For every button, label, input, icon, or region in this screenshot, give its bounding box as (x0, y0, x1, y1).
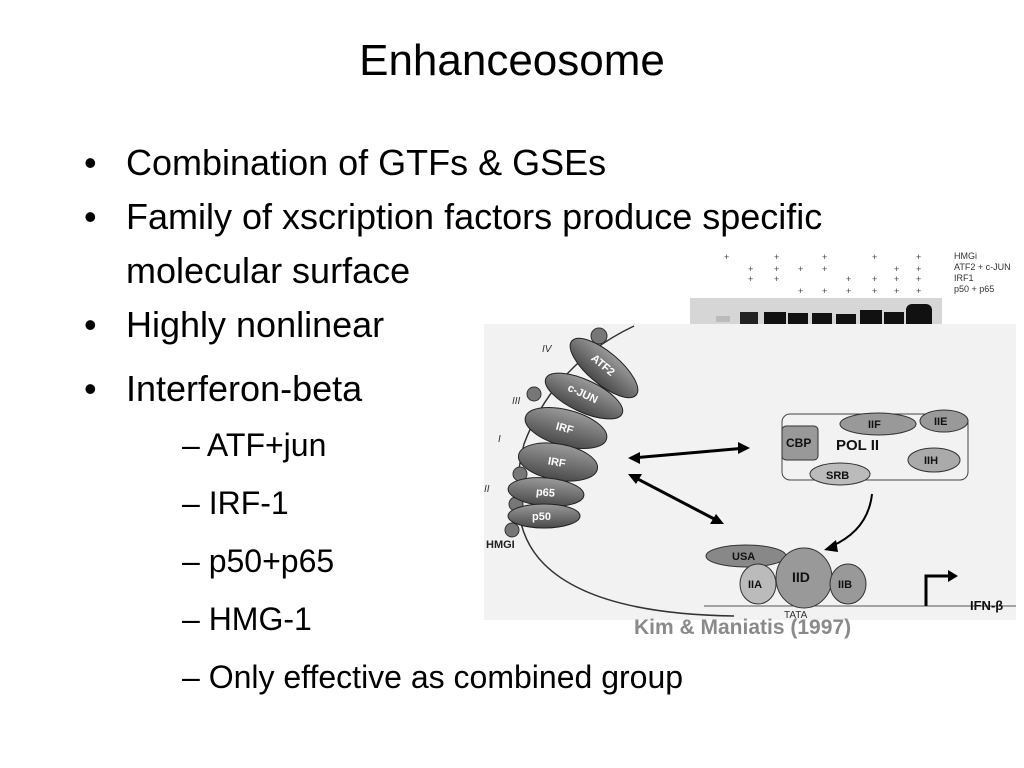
recruit-arrow (831, 493, 873, 547)
svg-text:+: + (748, 274, 753, 284)
tfiid-labels: USA IIA IID IIB (732, 551, 852, 591)
bullet-item: •Combination of GTFs & GSEs (84, 142, 607, 183)
bullet-item: •Highly nonlinear (84, 304, 385, 345)
complex-label: IIH (924, 455, 938, 467)
svg-text:+: + (846, 286, 851, 296)
complex-label: SRB (826, 470, 849, 482)
svg-text:+: + (872, 286, 877, 296)
svg-text:+: + (916, 252, 921, 262)
gel-bands (716, 304, 932, 330)
sub-bullet-item: – HMG-1 (182, 601, 312, 637)
svg-text:+: + (894, 264, 899, 274)
sub-bullet-item: – ATF+jun (182, 427, 327, 463)
tfiid-label: USA (732, 551, 755, 563)
tfiid-complex (705, 544, 867, 609)
enhanceosome-diagram: IV III I II ATF2 c-JUN IRF IRF p65 (484, 324, 1016, 621)
hmgi-label: HMGI (486, 539, 515, 551)
factor-label: p50 (532, 511, 551, 523)
tata-label: TATA (784, 610, 808, 620)
svg-text:+: + (798, 264, 803, 274)
roman-label: I (498, 434, 501, 445)
tfiid-label: IIB (838, 579, 852, 591)
svg-text:+: + (822, 264, 827, 274)
svg-text:+: + (774, 264, 779, 274)
svg-text:+: + (822, 252, 827, 262)
factor-stack (507, 337, 639, 529)
pol-ii-complex (781, 409, 969, 486)
bullet-item: •Interferon-beta – ATF+jun – IRF-1 – p50… (84, 362, 864, 706)
roman-label: III (512, 396, 521, 407)
svg-text:+: + (872, 274, 877, 284)
transcription-arrowhead (948, 570, 958, 582)
gel-legend-label: p50 + p65 (954, 284, 994, 294)
factor-label: IRF (547, 455, 567, 470)
svg-text:+: + (748, 264, 753, 274)
gel-plus-markers: +++++ ++++++ ++++++ ++++++ (724, 252, 921, 296)
sub-bullet-item: – Only effective as combined group (182, 659, 684, 695)
citation: Kim & Maniatis (1997) (634, 616, 852, 639)
gel-legend-label: IRF1 (954, 273, 974, 283)
svg-text:+: + (916, 286, 921, 296)
roman-label: IV (542, 344, 553, 355)
svg-text:+: + (916, 264, 921, 274)
svg-text:+: + (822, 286, 827, 296)
tfiid-label: IID (792, 569, 810, 585)
tfiid-label: IIA (748, 579, 762, 591)
gel-legend: HMGi ATF2 + c-JUN IRF1 p50 + p65 (954, 251, 1011, 294)
complex-label: IIF (868, 419, 881, 431)
gene-label: IFN-β (970, 598, 1003, 613)
complex-label: POL II (836, 437, 879, 454)
sub-bullet-item: – p50+p65 (182, 543, 335, 579)
svg-text:+: + (894, 274, 899, 284)
svg-text:+: + (846, 274, 851, 284)
bullet-item: •Family of xscription factors produce sp… (84, 196, 823, 291)
transcription-start-arrow (924, 574, 952, 606)
slide-title: Enhanceosome (359, 36, 665, 85)
svg-text:+: + (872, 252, 877, 262)
svg-text:+: + (774, 252, 779, 262)
sub-bullet-list: – ATF+jun – IRF-1 – p50+p65 – HMG-1 – On… (126, 416, 864, 706)
sub-bullet-item: – IRF-1 (182, 485, 289, 521)
gel-legend-label: ATF2 + c-JUN (954, 262, 1011, 272)
roman-labels: IV III I II (484, 344, 553, 495)
roman-label: II (484, 484, 490, 495)
svg-text:+: + (774, 274, 779, 284)
factor-label: IRF (555, 421, 575, 437)
gel-legend-label: HMGi (954, 251, 977, 261)
factor-label: p65 (535, 486, 555, 500)
complex-label: CBP (786, 436, 811, 450)
svg-text:+: + (916, 274, 921, 284)
pol-ii-labels: CBP IIF IIE POL II IIH SRB (786, 416, 947, 482)
bullet-list: •Combination of GTFs & GSEs •Family of x… (84, 136, 864, 706)
svg-text:+: + (894, 286, 899, 296)
recruit-arrowhead (824, 540, 838, 552)
interaction-arrows (628, 442, 750, 524)
complex-label: IIE (934, 416, 947, 428)
svg-text:+: + (798, 286, 803, 296)
svg-text:+: + (724, 252, 729, 262)
